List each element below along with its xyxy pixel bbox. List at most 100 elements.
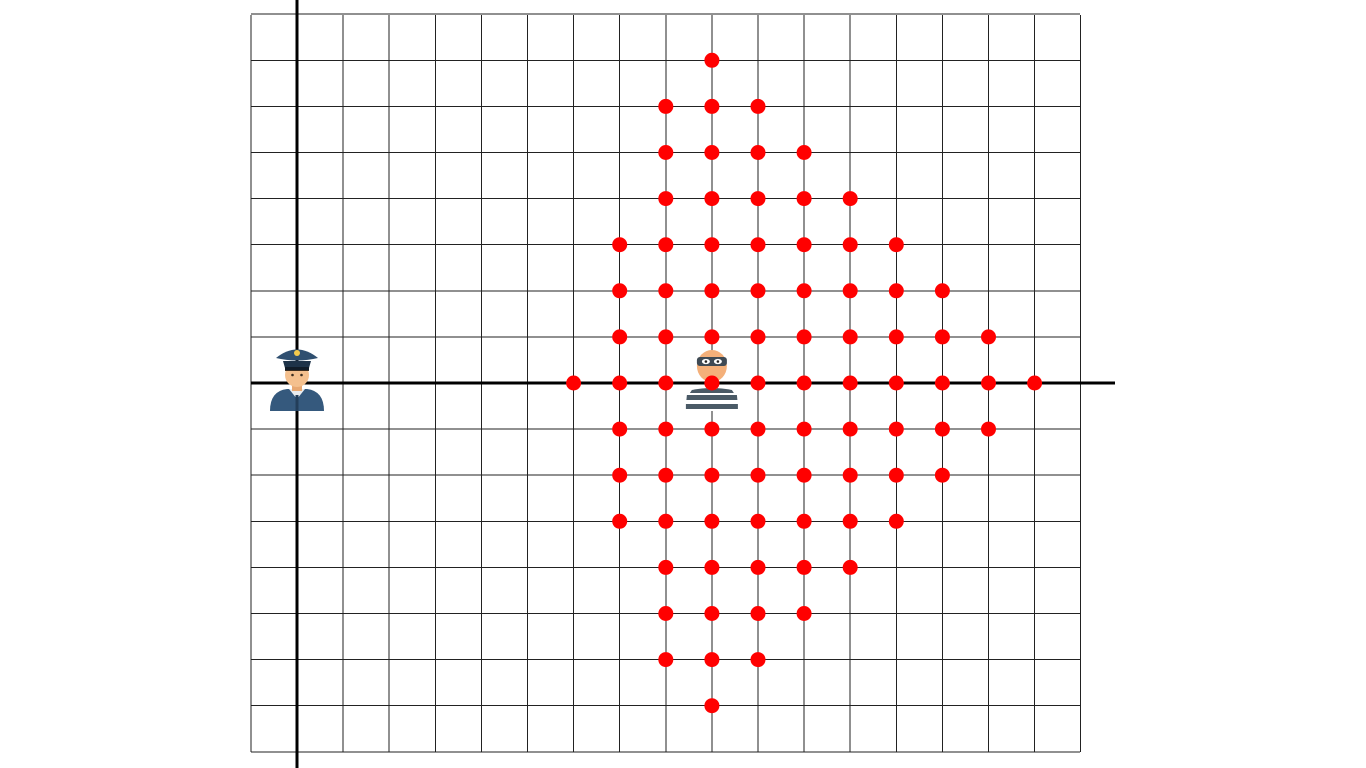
reachable-point [704, 375, 720, 391]
reachable-points [566, 52, 1043, 714]
reachable-point [888, 375, 904, 391]
reachable-point [842, 283, 858, 299]
pupil [716, 360, 720, 363]
reachable-point [704, 283, 720, 299]
reachable-point [612, 237, 628, 253]
reachable-point [796, 237, 812, 253]
stripe [685, 404, 738, 409]
reachable-point [750, 467, 766, 483]
reachable-point [704, 606, 720, 621]
reachable-point [888, 421, 904, 437]
reachable-point [842, 513, 858, 529]
reachable-point [750, 191, 766, 207]
reachable-point [704, 421, 720, 437]
reachable-point [612, 283, 628, 299]
reachable-point [658, 375, 674, 391]
reachable-point [704, 145, 720, 160]
reachable-point [750, 606, 766, 621]
reachable-point [658, 421, 674, 437]
cap-visor [285, 367, 309, 370]
reachable-point [704, 98, 720, 114]
reachable-point [704, 559, 720, 575]
reachable-point [704, 191, 720, 207]
reachable-point [796, 145, 812, 160]
eye-mask [696, 357, 727, 366]
reachable-point [658, 513, 674, 529]
robber-icon [685, 350, 738, 411]
reachable-point [750, 283, 766, 299]
reachable-point [842, 191, 858, 207]
reachable-point [888, 237, 904, 253]
eye [291, 373, 294, 377]
reachable-point [981, 421, 996, 437]
tie [295, 395, 299, 411]
reachable-point [750, 375, 766, 391]
reachable-point [658, 559, 674, 575]
reachable-point [796, 559, 812, 575]
reachable-point [704, 52, 720, 68]
reachable-point [704, 513, 720, 529]
reachable-point [934, 421, 950, 437]
police-officer-icon [270, 349, 324, 411]
reachable-point [796, 513, 812, 529]
reachable-point [750, 237, 766, 253]
reachable-point [704, 467, 720, 483]
reachable-point [842, 375, 858, 391]
reachable-point [888, 283, 904, 299]
reachable-point [658, 237, 674, 253]
reachable-point [796, 283, 812, 299]
reachable-point [796, 467, 812, 483]
pupil [704, 360, 708, 363]
collar [289, 389, 305, 399]
reachable-point [750, 145, 766, 160]
reachable-point [750, 513, 766, 529]
reachable-point [704, 652, 720, 668]
reachable-point [934, 467, 950, 483]
stripe [686, 395, 738, 400]
reachable-point [612, 467, 628, 483]
reachable-point [796, 375, 812, 391]
reachable-point [750, 559, 766, 575]
reachable-point [842, 559, 858, 575]
reachable-point [981, 329, 996, 345]
reachable-point [658, 145, 674, 160]
reachable-point [842, 421, 858, 437]
reachable-point [658, 467, 674, 483]
reachable-point [842, 237, 858, 253]
cap-band [283, 361, 311, 368]
neck [292, 384, 302, 391]
reachable-point [704, 237, 720, 253]
eye [300, 373, 303, 377]
reachable-point [1027, 375, 1043, 391]
reachable-point [934, 375, 950, 391]
reachable-point [612, 421, 628, 437]
reachable-point [796, 421, 812, 437]
reachable-point [750, 98, 766, 114]
reachable-point [658, 98, 674, 114]
reachable-point [704, 329, 720, 345]
reachable-point [658, 606, 674, 621]
reachable-point [612, 375, 628, 391]
characters [270, 349, 738, 411]
reachable-point [842, 329, 858, 345]
reachable-point [750, 421, 766, 437]
reachable-point [796, 606, 812, 621]
reachable-point [750, 329, 766, 345]
reachable-point [658, 652, 674, 668]
reachable-point [981, 375, 996, 391]
reachable-point [658, 329, 674, 345]
reachable-point [934, 283, 950, 299]
reachable-point [566, 375, 582, 391]
cap-badge [294, 350, 300, 356]
reachable-point [888, 513, 904, 529]
reachable-point [796, 329, 812, 345]
reachable-point [658, 283, 674, 299]
reachable-point [888, 329, 904, 345]
reachable-point [934, 329, 950, 345]
reachable-point [612, 329, 628, 345]
reachable-point [658, 191, 674, 207]
reachable-point [612, 513, 628, 529]
reachable-point [842, 467, 858, 483]
reachable-point [704, 698, 720, 714]
